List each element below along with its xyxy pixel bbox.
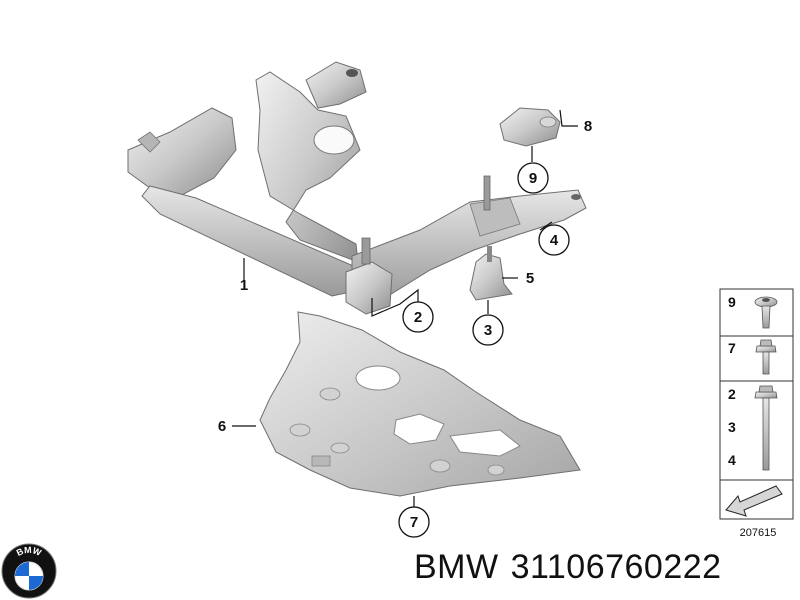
callout-label: 9 (529, 170, 537, 187)
axle-carrier (127, 61, 587, 315)
callout-label: 4 (550, 232, 559, 249)
legend-label: 4 (728, 452, 736, 468)
fastener-legend: 9 7 2 3 4 207615 (719, 288, 794, 539)
callout-6: 6 (218, 418, 226, 435)
bmw-roundel-icon: BMW (1, 543, 57, 599)
part-number-caption: BMW 31106760222 (414, 548, 734, 587)
hex-bolt-icon (755, 339, 777, 375)
callout-label: 1 (240, 277, 248, 294)
callout-label: 2 (414, 309, 422, 326)
direction-arrow-icon (725, 485, 783, 517)
legend-label: 9 (728, 294, 736, 310)
callout-label: 8 (584, 118, 592, 135)
part-brand: BMW (414, 548, 499, 586)
torx-screw-icon (754, 296, 778, 329)
callout-8: 8 (584, 118, 592, 135)
callout-1: 1 (240, 277, 248, 294)
legend-label: 2 (728, 386, 736, 402)
long-bolt-icon (754, 385, 778, 471)
callout-7: 7 (398, 506, 430, 538)
callout-3: 3 (472, 314, 504, 346)
callout-label: 7 (410, 514, 418, 531)
callout-label: 5 (526, 270, 534, 287)
rubber-cap (499, 107, 561, 147)
callout-4: 4 (538, 224, 570, 256)
callout-2: 2 (402, 301, 434, 333)
callout-9: 9 (517, 162, 549, 194)
callout-5: 5 (526, 270, 534, 287)
callout-label: 6 (218, 418, 226, 435)
legend-label: 7 (728, 340, 736, 356)
underbody-shield (259, 311, 581, 497)
reference-code: 207615 (740, 527, 777, 539)
leader-lines (232, 109, 578, 508)
callout-label: 3 (484, 322, 492, 339)
legend-label: 3 (728, 419, 736, 435)
callouts: 1 2 3 4 5 6 7 8 9 (218, 118, 592, 538)
engine-mount-bracket (469, 246, 513, 301)
part-number: 31106760222 (510, 548, 722, 586)
